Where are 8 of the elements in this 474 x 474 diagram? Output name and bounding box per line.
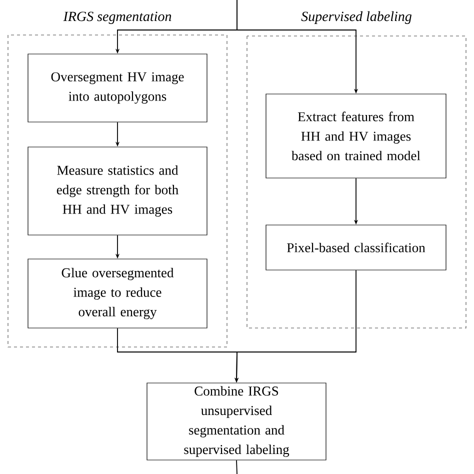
process-box: Oversegment HV image into autopolygons <box>28 54 208 122</box>
process-box: Combine IRGS unsupervised segmentation and supervised labeling <box>146 382 326 460</box>
process-box: Glue oversegmented image to reduce overall energy <box>28 258 208 328</box>
process-box: Extract features from HH and HV images based on trained model <box>266 94 446 178</box>
node-label: Supervised labeling <box>301 11 412 24</box>
node-label: IRGS segmentation <box>63 12 172 24</box>
process-box: Pixel-based classification <box>266 224 446 270</box>
process-box: Measure statistics and edge strength for both HH and HV images <box>28 146 208 236</box>
